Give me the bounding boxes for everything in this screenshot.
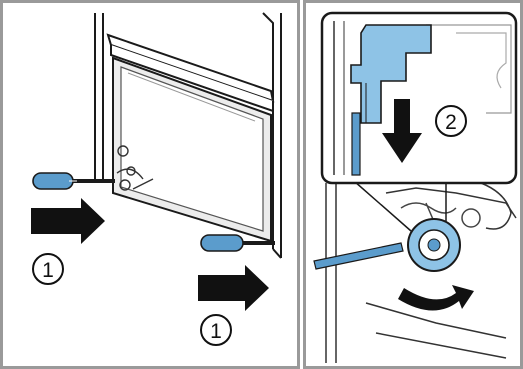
step-badge: 1: [33, 254, 63, 284]
right-arrow-icon: [31, 198, 105, 244]
curved-arrow-icon: [398, 285, 474, 311]
step-badge: 2: [436, 106, 466, 136]
right-illustration: 2: [306, 3, 520, 366]
step-badge: 1: [201, 315, 231, 345]
appliance-structure: [326, 183, 516, 363]
step-label: 1: [42, 259, 54, 282]
step-label: 2: [445, 111, 457, 134]
panel-left: 1 1: [0, 0, 300, 369]
zoom-detail: 2: [322, 13, 516, 183]
screwdriver-icon: [314, 243, 403, 269]
left-illustration: 1 1: [3, 3, 297, 366]
lens-icon: [408, 219, 460, 271]
step-label: 1: [210, 320, 222, 343]
right-arrow-icon: [198, 265, 269, 311]
panel-right: 2: [303, 0, 523, 369]
